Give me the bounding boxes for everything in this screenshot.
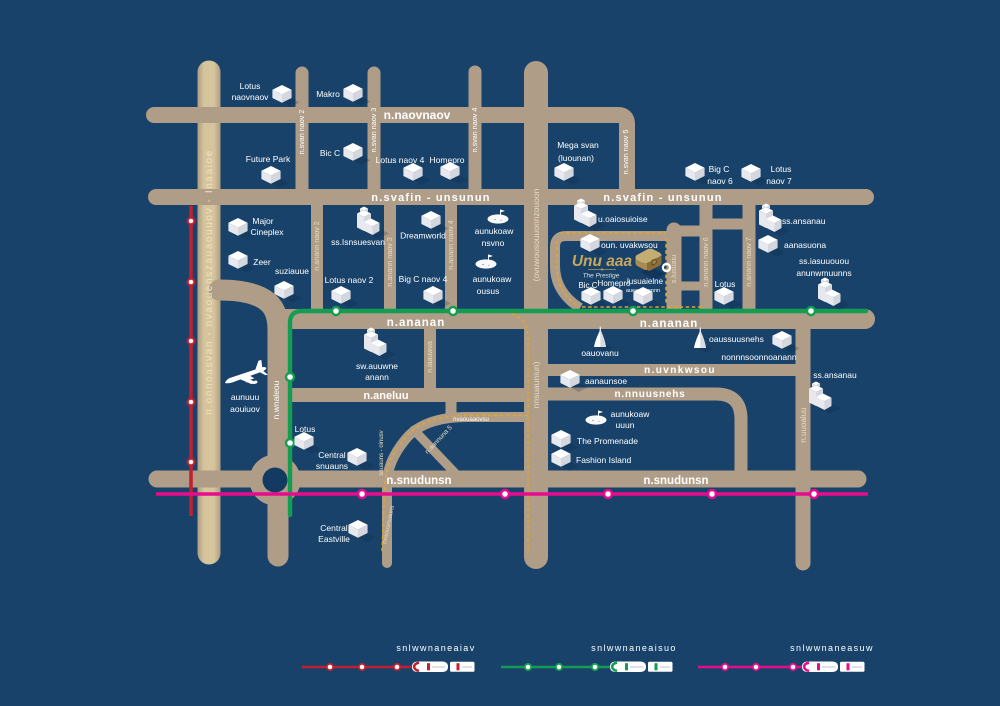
svg-text:n.wnaleou: n.wnaleou	[271, 380, 281, 419]
svg-text:anunwmuunns: anunwmuunns	[796, 268, 851, 278]
svg-text:Fashion Island: Fashion Island	[576, 455, 632, 465]
svg-text:aanaunsoe: aanaunsoe	[585, 376, 627, 386]
svg-text:n.uuoaluu: n.uuoaluu	[799, 407, 808, 442]
svg-text:n.svan naov 5: n.svan naov 5	[621, 130, 630, 175]
svg-text:Lotus: Lotus	[240, 81, 261, 91]
svg-text:Lotus: Lotus	[771, 164, 792, 174]
svg-text:n.anann naov 6: n.anann naov 6	[701, 237, 710, 287]
svg-text:n.snudunsn: n.snudunsn	[643, 475, 708, 487]
svg-text:Bic C: Bic C	[578, 281, 597, 290]
svg-text:naovnaov: naovnaov	[232, 92, 270, 102]
svg-text:ss.iasuuouou: ss.iasuuouou	[799, 256, 849, 266]
svg-text:ss.ansanau: ss.ansanau	[782, 216, 826, 226]
svg-text:Eastville: Eastville	[318, 534, 350, 544]
svg-text:Lotus naov 2: Lotus naov 2	[325, 275, 374, 285]
svg-text:anann: anann	[365, 372, 389, 382]
svg-text:n.anann naov 4: n.anann naov 4	[446, 220, 455, 270]
svg-text:aunukoaw: aunukoaw	[473, 274, 513, 284]
svg-text:Homepro: Homepro	[430, 155, 465, 165]
svg-text:The Promenade: The Promenade	[577, 436, 638, 446]
svg-text:n.onnoasvan - nvaouenszauaouuo: n.onnoasvan - nvaouenszauaouuov - Inaaio…	[204, 149, 215, 415]
svg-text:Lotus: Lotus	[715, 279, 736, 289]
svg-text:snlwwnaneaisuo: snlwwnaneaisuo	[591, 643, 677, 653]
svg-text:n.iaauwva: n.iaauwva	[427, 341, 434, 373]
svg-text:Big C naov 4: Big C naov 4	[399, 274, 448, 284]
svg-text:Dreamworld: Dreamworld	[400, 231, 446, 241]
svg-text:Lotus naov 4: Lotus naov 4	[376, 155, 425, 165]
svg-text:Mega svan: Mega svan	[557, 140, 599, 150]
svg-text:Future Park: Future Park	[246, 154, 291, 164]
svg-text:n.snudunsn: n.snudunsn	[386, 475, 451, 487]
svg-text:n.anann naov 7: n.anann naov 7	[744, 237, 753, 287]
svg-text:aunukoaw: aunukoaw	[611, 409, 651, 419]
svg-text:Makro: Makro	[316, 89, 340, 99]
svg-text:u.oaiosuioise: u.oaiosuioise	[598, 214, 648, 224]
svg-text:n.svan naov 3: n.svan naov 3	[369, 108, 378, 153]
svg-text:Central: Central	[320, 523, 348, 533]
svg-text:snlwwnaneaiav: snlwwnaneaiav	[396, 643, 475, 653]
svg-text:snuauns: snuauns	[316, 461, 348, 471]
svg-text:uuun: uuun	[616, 420, 635, 430]
svg-text:aanasuona: aanasuona	[784, 240, 826, 250]
svg-text:n.anann naov 3: n.anann naov 3	[385, 237, 394, 287]
svg-text:n.svafin - unsunun: n.svafin - unsunun	[371, 192, 490, 204]
svg-text:Unu aaa: Unu aaa	[572, 253, 633, 270]
svg-text:suziauue: suziauue	[275, 266, 309, 276]
svg-text:n.ananan: n.ananan	[640, 318, 698, 330]
svg-text:sw.auuwne: sw.auuwne	[356, 361, 398, 371]
svg-text:n.naovnaov: n.naovnaov	[384, 108, 451, 122]
svg-text:oauovanu: oauovanu	[581, 348, 619, 358]
svg-text:nsvno: nsvno	[482, 238, 505, 248]
svg-text:aunuuu: aunuuu	[231, 392, 260, 402]
svg-text:n.nnuusnehs: n.nnuusnehs	[614, 389, 685, 400]
svg-text:Major: Major	[252, 216, 273, 226]
svg-text:aueanawsnnn: aueanawsnnn	[626, 288, 660, 294]
svg-text:Big C: Big C	[709, 164, 730, 174]
svg-text:Lotus: Lotus	[295, 424, 316, 434]
svg-text:nonnnsoonnoanann: nonnnsoonnoanann	[721, 352, 796, 362]
svg-text:n.ananan: n.ananan	[387, 317, 445, 329]
svg-text:Cineplex: Cineplex	[250, 227, 284, 237]
svg-text:Homepro: Homepro	[598, 279, 631, 288]
svg-text:n.aneluu: n.aneluu	[363, 390, 408, 402]
svg-text:n.svafin - unsunun: n.svafin - unsunun	[603, 192, 722, 204]
svg-text:snlwwnaneasuw: snlwwnaneasuw	[790, 643, 874, 653]
svg-text:snuauns - oinusv: snuauns - oinusv	[379, 430, 385, 475]
svg-text:naov 6: naov 6	[707, 176, 733, 186]
svg-text:ss.ansanau: ss.ansanau	[813, 370, 857, 380]
svg-text:nnsuauniun): nnsuauniun)	[531, 361, 541, 408]
svg-text:The Prestige: The Prestige	[583, 273, 620, 280]
svg-text:(ovuwousouuonnzouoon: (ovuwousouuonnzouoon	[531, 188, 541, 281]
svg-text:naov 7: naov 7	[766, 176, 792, 186]
svg-text:Zeer: Zeer	[253, 257, 271, 267]
svg-text:aouiuov: aouiuov	[230, 404, 261, 414]
svg-text:s.lusuaiu: s.lusuaiu	[669, 255, 678, 283]
svg-text:nvaouaaovsu: nvaouaaovsu	[453, 417, 489, 423]
svg-text:lusuaielne: lusuaielne	[627, 277, 664, 286]
svg-text:Bic C: Bic C	[320, 148, 340, 158]
svg-text:n.anann naov 2: n.anann naov 2	[312, 221, 321, 271]
svg-text:ousus: ousus	[477, 286, 500, 296]
svg-text:Central: Central	[318, 450, 346, 460]
svg-text:ss.Isnsuesvan: ss.Isnsuesvan	[331, 237, 385, 247]
svg-text:n.svan naov 2: n.svan naov 2	[297, 110, 306, 155]
svg-text:oun. uvakwsou: oun. uvakwsou	[601, 240, 658, 250]
svg-text:oaussuusnehs: oaussuusnehs	[709, 334, 764, 344]
svg-text:aunukoaw: aunukoaw	[475, 226, 515, 236]
svg-text:(luounan): (luounan)	[558, 153, 594, 163]
svg-text:n.uvnkwsou: n.uvnkwsou	[644, 365, 716, 376]
svg-text:n.svan naov 4: n.svan naov 4	[470, 108, 479, 153]
